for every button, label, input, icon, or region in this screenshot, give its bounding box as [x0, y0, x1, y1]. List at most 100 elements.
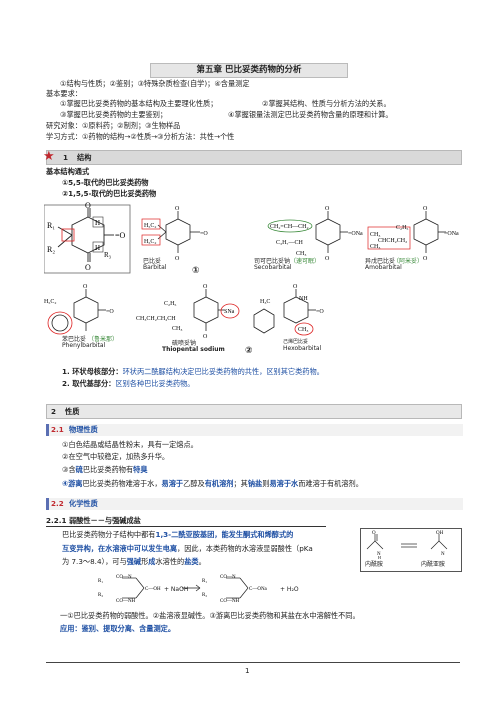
- acid-para-3d: 成: [148, 557, 156, 566]
- subsection-2-1-number: 2.1: [51, 425, 64, 434]
- property-4-h: 则: [262, 479, 270, 488]
- learning-method: 学习方式：①药物的结构→②性质→③分析方法：共性→个性: [46, 132, 235, 141]
- tautomer-box: O N H OH N 内酰胺 内酰亚胺: [360, 528, 462, 572]
- svg-text:NH: NH: [299, 296, 308, 302]
- svg-text:O: O: [423, 206, 428, 212]
- svg-text:CO—NH: CO—NH: [116, 599, 136, 604]
- drug-name-amobarbital: 异戊巴比妥: [365, 258, 396, 265]
- drug-note-amobarbital: （阿米妥）: [393, 258, 424, 265]
- requirement-3: ③掌握巴比妥类药物的主要鉴别；: [60, 110, 168, 119]
- svg-text:H₃C: H₃C: [260, 299, 270, 305]
- research-objects: 研究对象：①原料药；②制剂；③生物样品: [46, 121, 181, 130]
- drug-note-secobarbital: （速可眠）: [290, 258, 321, 265]
- svg-text:O: O: [203, 284, 208, 290]
- svg-text:=O: =O: [200, 231, 208, 237]
- point-1-label: 1. 环状母核部分：: [62, 367, 123, 376]
- property-3-d: 特臭: [133, 465, 148, 474]
- acid-para-1c: ，能发生酮式和烯醇式的: [214, 530, 294, 539]
- svg-text:CO—N: CO—N: [116, 575, 132, 580]
- svg-text:O: O: [85, 201, 91, 210]
- acid-para-3a: 为 7.3～8.4），可与: [62, 557, 127, 566]
- requirement-4: ④掌握银量法测定巴比妥类药物含量的原理和计算。: [228, 110, 393, 119]
- tautomer-diagram: O N H OH N: [366, 531, 448, 560]
- property-3-b: 硫: [75, 465, 83, 474]
- drug-note-phenobarbital: （鲁米那）: [88, 336, 119, 343]
- page-number: 1: [245, 666, 250, 675]
- divider: [46, 526, 326, 527]
- acid-para-1b: 1,3-二酰亚胺基团: [155, 530, 215, 539]
- svg-text:H: H: [95, 244, 100, 252]
- acid-para-3f: 盐类: [184, 557, 199, 566]
- property-1: ①白色结晶或结晶性粉末，具有一定熔点。: [62, 440, 198, 449]
- subsection-2-2-1: 2.2.1 弱酸性－－与强碱成盐: [46, 516, 141, 525]
- property-4: ④游离巴比妥类药物难溶于水，易溶于乙醇及有机溶剂；其钠盐则易溶于水而难溶于有机溶…: [62, 479, 363, 488]
- svg-text:CH₃: CH₃: [172, 326, 182, 332]
- property-4-b: 巴比妥类药物难溶于水，: [82, 479, 162, 488]
- basic-requirements-label: 基本要求：: [46, 89, 82, 98]
- svg-text:OH: OH: [436, 531, 444, 536]
- svg-text:SNa: SNa: [224, 309, 235, 315]
- section-1-bar: ★ 1 结构: [43, 149, 462, 165]
- svg-text:O: O: [325, 206, 330, 212]
- svg-text:H: H: [95, 219, 100, 227]
- figure-marker-2: ②: [245, 346, 253, 356]
- point-2-text: 区别各种巴比妥类药物。: [115, 379, 195, 388]
- svg-text:CH₃: CH₃: [370, 232, 380, 238]
- acid-para-2b: ，因此，本类药物的水溶液显弱酸性（pKa: [177, 544, 313, 553]
- section-2-number: 2: [51, 407, 57, 416]
- svg-text:CH₂=CH—CH₂: CH₂=CH—CH₂: [270, 224, 309, 230]
- chem-summary: 一①巴比妥类药物的弱酸性。②盐溶液显碱性。③游离巴比妥类药物和其盐在水中溶解性不…: [60, 611, 360, 620]
- basic-formula-heading: 基本结构通式: [46, 167, 90, 176]
- svg-text:CO—N: CO—N: [220, 575, 236, 580]
- svg-text:H₅C₂: H₅C₂: [44, 299, 57, 305]
- subsection-2-2-title: 化学性质: [69, 499, 98, 508]
- acid-para-3c: 形: [141, 557, 149, 566]
- footer-rule: [46, 662, 460, 663]
- svg-text:O: O: [83, 284, 88, 290]
- point-2: 2. 取代基部分：区别各种巴比妥类药物。: [62, 379, 194, 388]
- drug-en-barbital: Barbital: [143, 264, 167, 271]
- subsection-2-2-bar: 2.2 化学性质: [46, 498, 463, 510]
- drug-en-phenobarbital: Phenylbarbital: [62, 342, 106, 349]
- svg-text:C—OH: C—OH: [145, 587, 161, 592]
- section-2-title: 性质: [65, 407, 80, 416]
- chapter-outline: ①结构与性质；②鉴别；③特殊杂质检查(自学)；④含量测定: [60, 79, 250, 88]
- point-2-label: 2. 取代基部分：: [62, 379, 116, 388]
- drug-name-hexobarbital: 己烯巴比妥: [283, 339, 309, 345]
- figure-marker-1: ①: [192, 266, 200, 276]
- svg-text:N: N: [441, 552, 445, 557]
- svg-text:O: O: [293, 284, 298, 290]
- reaction-product: + H₂O: [280, 586, 299, 593]
- subsection-2-2-number: 2.2: [51, 499, 64, 508]
- svg-text:R₂: R₂: [202, 593, 207, 598]
- acid-para-1a: 巴比妥类药物分子结构中都有: [62, 530, 156, 539]
- svg-text:=O: =O: [115, 231, 126, 240]
- svg-text:=ONa: =ONa: [444, 231, 459, 237]
- drug-en-secobarbital: Secobarbital: [254, 264, 292, 271]
- point-1-text: 环状丙二酰脲结构决定巴比妥类药物的共性，区别其它类药物。: [122, 367, 324, 376]
- svg-text:CH₃: CH₃: [296, 251, 306, 257]
- page-title: 第五章 巴比妥类药物的分析: [150, 63, 348, 78]
- acid-para-3e: 水溶性的: [155, 557, 185, 566]
- property-4-g: 钠盐: [247, 479, 263, 488]
- acid-para-2a: 互变异构，在水溶液中可以发生电离: [62, 544, 178, 553]
- svg-text:=O: =O: [106, 309, 114, 315]
- property-3-a: ③含: [62, 465, 76, 474]
- acid-para-line-3: 为 7.3～8.4），可与强碱形成水溶性的盐类。: [62, 557, 206, 566]
- svg-text:CO—NH: CO—NH: [220, 599, 240, 604]
- requirement-1: ①掌握巴比妥类药物的基本结构及主要理化性质；: [60, 99, 218, 108]
- drug-en-hexobarbital: Hexobarbital: [283, 345, 322, 352]
- svg-text:O: O: [372, 531, 376, 536]
- section-1-title: 结构: [77, 153, 92, 162]
- star-icon: ★: [43, 149, 55, 164]
- point-1: 1. 环状母核部分：环状丙二酰脲结构决定巴比妥类药物的共性，区别其它类药物。: [62, 367, 324, 376]
- tautomer-label-lactim: 内酰亚胺: [421, 561, 446, 568]
- subtype-1: ①5,5-取代的巴比妥类药物: [62, 178, 149, 187]
- salt-reaction-diagram: R₁ R₂ CO—N CO—NH C—OH R₁ R₂ CO—N CO—NH C…: [98, 575, 268, 604]
- svg-text:=ONa: =ONa: [348, 231, 363, 237]
- subsection-2-1-title: 物理性质: [69, 425, 98, 434]
- property-4-i: 易溶于水: [269, 479, 299, 488]
- acid-para-3b: 强碱: [126, 557, 142, 566]
- drug-en-thiopental: Thiopental sodium: [162, 346, 225, 353]
- svg-text:R₁: R₁: [98, 579, 103, 584]
